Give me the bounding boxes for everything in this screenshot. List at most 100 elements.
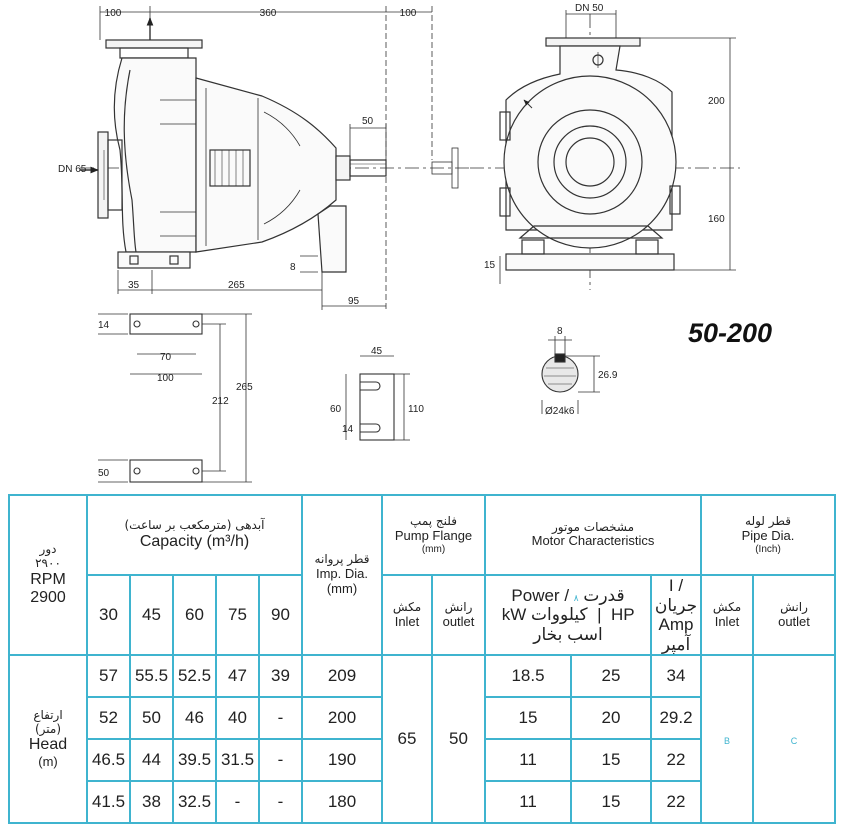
table-cell: 40	[215, 696, 260, 741]
head-en: Head	[28, 736, 68, 754]
dim-key-26-9: 26.9	[598, 370, 618, 381]
current-label: I / جریان	[654, 576, 698, 615]
head-fa: ارتفاع	[33, 707, 63, 722]
spec-table: دور ۲۹۰۰ RPM 2900 آبدهی (مترمکعب بر ساعت…	[8, 493, 836, 824]
capacity-col-2: 45	[129, 573, 174, 657]
foot-plan	[98, 313, 252, 483]
table-cell: 15	[570, 738, 653, 783]
pipe-inlet-en: Inlet	[714, 613, 740, 629]
table-cell: 32.5	[172, 780, 217, 824]
table-cell: 44	[129, 738, 174, 783]
table-cell: -	[215, 780, 260, 824]
pipe-inlet-link[interactable]: B	[724, 736, 731, 747]
pipe-inlet-fa: مکش	[712, 599, 742, 614]
imp-en: Imp. Dia.	[315, 566, 368, 582]
table-cell: 31.5	[215, 738, 260, 783]
table-cell: 20	[570, 696, 653, 741]
table-cell: 57	[86, 654, 131, 699]
table-cell: 52	[86, 696, 131, 741]
capacity-header: آبدهی (مترمکعب بر ساعت) Capacity (m³/h)	[86, 494, 303, 576]
pipe-outlet-value: C	[752, 654, 836, 824]
capacity-fa: آبدهی (مترمکعب بر ساعت)	[124, 517, 265, 532]
dim-foot-265: 265	[236, 382, 253, 393]
pipe-header: قطر لوله Pipe Dia. (Inch)	[700, 494, 836, 576]
rpm-fa: دور	[39, 541, 57, 556]
dim-95: 95	[348, 296, 360, 307]
dim-top-360: 360	[260, 8, 277, 19]
pipe-unit: (Inch)	[755, 543, 781, 555]
model-title: 50-200	[688, 318, 773, 348]
dim-foot-50: 50	[98, 468, 110, 479]
motor-header: مشخصات موتور Motor Characteristics	[484, 494, 703, 576]
table-cell: 46.5	[86, 738, 131, 783]
dim-foot-100: 100	[157, 373, 174, 384]
table-cell: 55.5	[129, 654, 174, 699]
imp-unit: (mm)	[326, 580, 358, 596]
head-unit: (m)	[38, 753, 58, 769]
dim-15: 15	[484, 260, 496, 271]
dim-top-100-left: 100	[105, 8, 122, 19]
amp-label: Amp	[658, 615, 694, 635]
capacity-col-5: 90	[258, 573, 303, 657]
table-cell: 11	[484, 738, 573, 783]
table-cell: -	[258, 738, 303, 783]
head-cell: ارتفاع (متر) Head (m)	[8, 654, 88, 824]
pipe-outlet-en: outlet	[778, 613, 810, 629]
dim-slot-45: 45	[371, 346, 383, 357]
rpm-value: 2900	[30, 588, 66, 606]
flange-inlet-value: 65	[381, 654, 433, 824]
hp-label: HP	[610, 605, 635, 625]
flange-fa: فلنج پمپ	[410, 513, 457, 528]
slot-detail	[345, 355, 410, 441]
table-cell: 190	[301, 738, 383, 783]
amp-fa: آمپر	[661, 634, 691, 654]
table-cell: -	[258, 780, 303, 824]
table-cell: 47	[215, 654, 260, 699]
front-view	[470, 14, 740, 290]
dim-dn-outlet: DN 50	[575, 3, 604, 14]
pipe-outlet-header: رانش outlet	[752, 573, 836, 657]
inlet-fa: مکش	[392, 599, 422, 614]
side-view	[80, 17, 470, 273]
table-cell: 11	[484, 780, 573, 824]
top-dimensions	[99, 6, 433, 310]
inlet-en: Inlet	[394, 613, 420, 629]
imp-fa: قطر پروانه	[314, 552, 370, 567]
table-cell: 180	[301, 780, 383, 824]
table-cell: -	[258, 696, 303, 741]
dim-key-8: 8	[557, 326, 563, 337]
flange-outlet-header: رانش outlet	[430, 573, 487, 657]
dim-foot-14: 14	[98, 320, 110, 331]
dim-slot-60: 60	[330, 404, 342, 415]
rpm-label: RPM	[30, 570, 66, 588]
dim-foot-212: 212	[212, 396, 229, 407]
pipe-fa: قطر لوله	[745, 513, 791, 528]
table-cell: 41.5	[86, 780, 131, 824]
motor-fa: مشخصات موتور	[552, 519, 635, 534]
table-cell: 25	[570, 654, 653, 699]
motor-en: Motor Characteristics	[531, 533, 655, 549]
table-cell: 29.2	[650, 696, 703, 741]
pipe-en: Pipe Dia.	[741, 527, 795, 543]
table-cell: 209	[301, 654, 383, 699]
shaft-key-section	[541, 336, 600, 414]
table-cell: 39.5	[172, 738, 217, 783]
pipe-outlet-link[interactable]: C	[790, 736, 798, 747]
capacity-col-1: 30	[86, 573, 131, 657]
pipe-inlet-header: مکش Inlet	[700, 573, 755, 657]
kw-label: kW	[501, 605, 527, 625]
dim-265-base: 265	[228, 280, 245, 291]
table-cell: 38	[129, 780, 174, 824]
table-cell: 15	[484, 696, 573, 741]
flange-unit: (mm)	[421, 543, 446, 555]
rpm-fa-num: ۲۹۰۰	[35, 555, 61, 570]
dim-foot-70: 70	[160, 352, 172, 363]
dim-key-dia: Ø24k6	[545, 406, 575, 417]
pump-technical-drawing: 100 360 100 DN 65 50 8 35 265 95	[58, 3, 740, 483]
dim-top-100-right: 100	[400, 8, 417, 19]
dim-height-200: 200	[708, 96, 725, 107]
flange-outlet-value: 50	[430, 654, 487, 824]
dim-slot-14: 14	[342, 424, 354, 435]
outlet-en: outlet	[442, 613, 475, 629]
front-dimensions	[499, 10, 736, 284]
